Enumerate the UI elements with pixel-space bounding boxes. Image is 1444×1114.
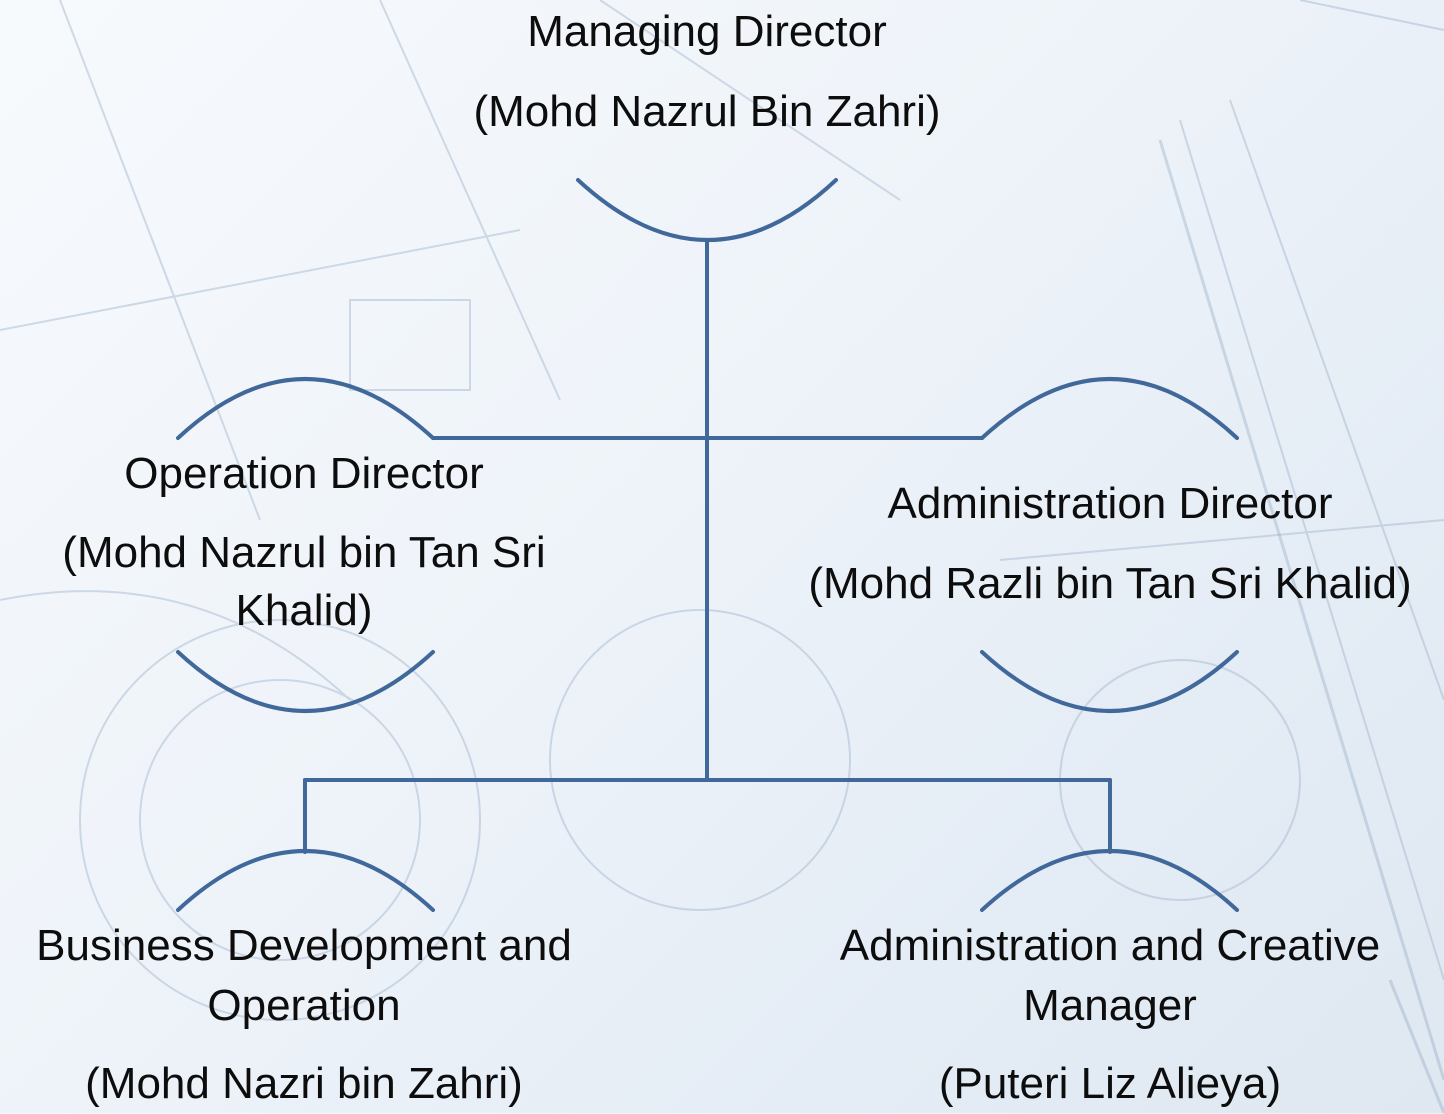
managing-director-node: Managing Director (Mohd Nazrul Bin Zahri… bbox=[407, 2, 1007, 142]
managing-director-arc bbox=[576, 178, 838, 242]
operation-director-bottom-arc bbox=[176, 650, 435, 713]
business-development-title: Business Development and Operation bbox=[36, 921, 572, 1030]
business-development-node: Business Development and Operation (Mohd… bbox=[4, 916, 604, 1114]
managing-director-title: Managing Director bbox=[527, 7, 887, 56]
administration-director-node: Administration Director (Mohd Razli bin … bbox=[780, 474, 1440, 614]
admin-creative-manager-node: Administration and Creative Manager (Put… bbox=[800, 916, 1420, 1114]
admin-creative-manager-title: Administration and Creative Manager bbox=[839, 921, 1381, 1030]
operation-director-title: Operation Director bbox=[124, 449, 484, 498]
operation-director-top-arc bbox=[176, 377, 435, 440]
operation-director-name: (Mohd Nazrul bin Tan Sri Khalid) bbox=[62, 528, 546, 635]
admin-creative-manager-top-arc bbox=[980, 849, 1239, 912]
managing-director-name: (Mohd Nazrul Bin Zahri) bbox=[473, 87, 941, 136]
administration-director-title: Administration Director bbox=[887, 479, 1333, 528]
administration-director-bottom-arc bbox=[980, 650, 1239, 713]
operation-director-node: Operation Director (Mohd Nazrul bin Tan … bbox=[14, 444, 594, 640]
admin-creative-manager-name: (Puteri Liz Alieya) bbox=[938, 1059, 1282, 1108]
business-development-top-arc bbox=[176, 849, 435, 912]
administration-director-top-arc bbox=[980, 377, 1239, 440]
administration-director-name: (Mohd Razli bin Tan Sri Khalid) bbox=[808, 559, 1412, 608]
business-development-name: (Mohd Nazri bin Zahri) bbox=[85, 1059, 523, 1108]
